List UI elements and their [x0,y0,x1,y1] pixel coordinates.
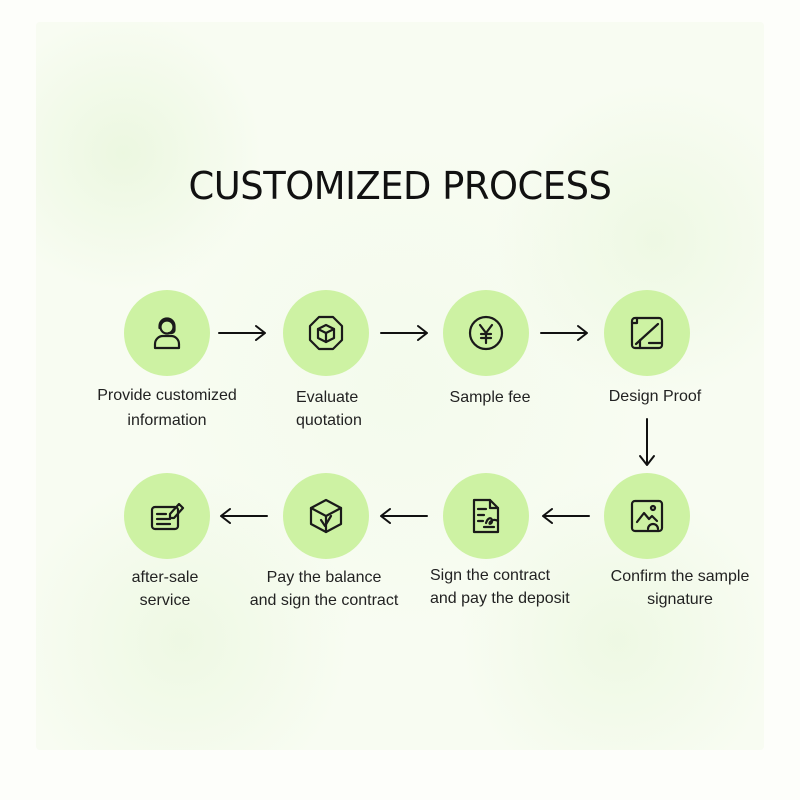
step-2-label: Evaluate quotation [241,386,421,432]
step-2-label-line-2: quotation [296,412,362,429]
arrow-right-3 [540,325,588,341]
step-2-circle [283,290,369,376]
step-6-circle [443,473,529,559]
arrow-left-1 [542,508,590,524]
step-4-label: Design Proof [565,385,745,408]
step-1-label: Provide customized information [77,384,257,432]
step-4-circle [604,290,690,376]
step-1-circle [124,290,210,376]
step-8-label-line-1: after-sale [131,569,199,586]
step-5-label-line-2: signature [647,591,713,608]
image-check-icon [627,496,667,536]
background-panel [36,22,764,750]
yen-coin-icon [466,313,506,353]
step-7-label-line-2: and sign the contract [249,592,399,609]
step-6-label-line-1: Sign the contract [430,567,551,584]
step-8-circle [124,473,210,559]
step-6-label: Sign the contract and pay the deposit [418,564,598,610]
arrow-down [639,418,655,466]
arrow-left-2 [380,508,428,524]
step-3-label-line-1: Sample fee [449,389,531,406]
headset-user-icon [147,313,187,353]
step-2-label-line-1: Evaluate [296,389,359,406]
step-5-label: Confirm the sample signature [590,565,770,611]
arrow-left-3 [220,508,268,524]
after-sale-edit-icon [147,496,187,536]
step-6-label-line-2: and pay the deposit [430,590,570,607]
step-7-label-line-1: Pay the balance [266,569,382,586]
arrow-right-1 [218,325,266,341]
arrow-right-2 [380,325,428,341]
step-3-circle [443,290,529,376]
contract-sign-icon [466,496,506,536]
step-7-circle [283,473,369,559]
step-5-label-line-1: Confirm the sample [610,568,750,585]
design-frame-icon [627,313,667,353]
page-title: CUSTOMIZED PROCESS [188,164,612,208]
step-5-circle [604,473,690,559]
package-check-icon [306,496,346,536]
step-7-label: Pay the balance and sign the contract [234,566,414,612]
cube-box-icon [306,313,346,353]
step-3-label: Sample fee [400,386,580,409]
step-8-label: after-sale service [75,566,255,612]
step-8-label-line-2: service [139,592,191,609]
step-1-label-line-2: information [127,412,207,429]
step-4-label-line-1: Design Proof [608,388,702,405]
step-1-label-line-1: Provide customized [97,387,237,404]
